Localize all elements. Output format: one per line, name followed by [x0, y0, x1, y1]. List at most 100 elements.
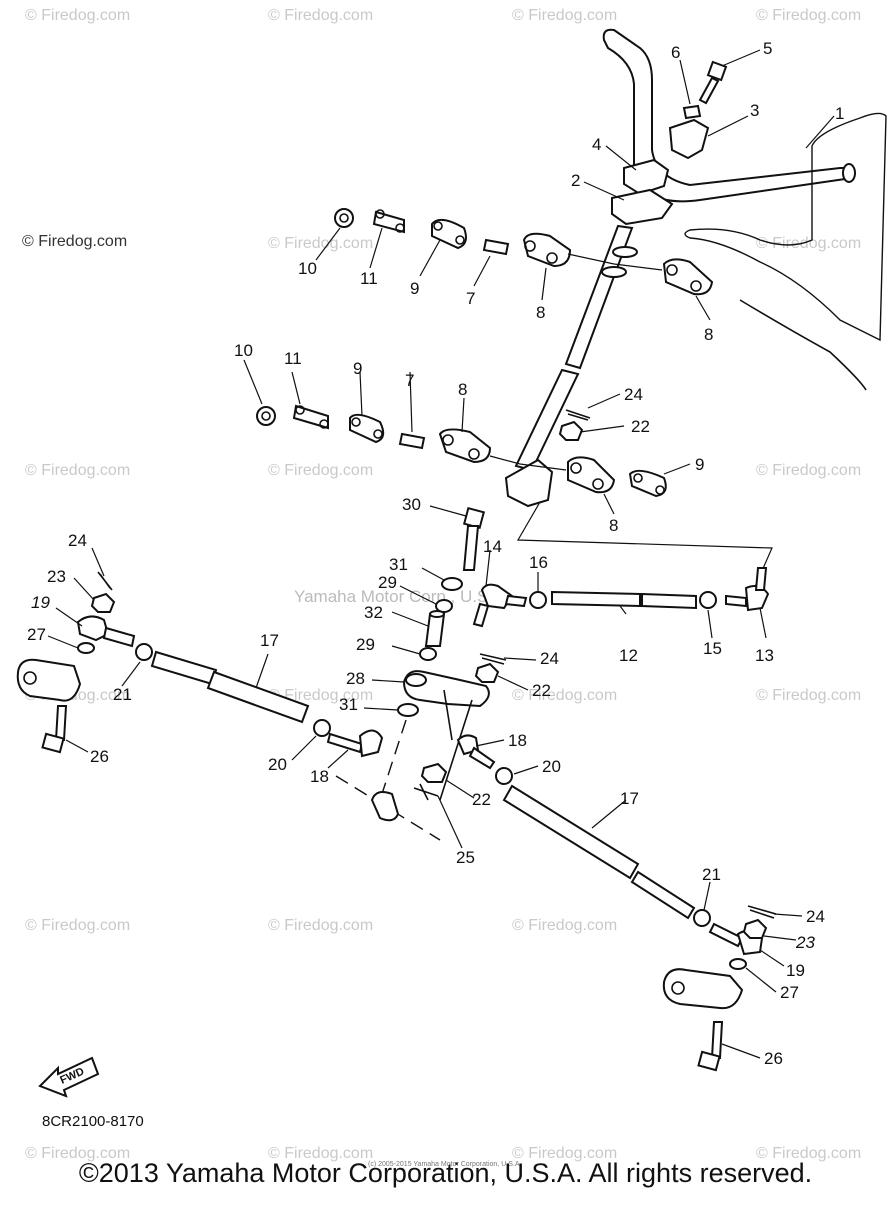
- callout-28: 28: [346, 669, 365, 688]
- pitman-arm-28: [402, 670, 490, 801]
- part-8-middle-right: [567, 456, 616, 494]
- washer-27-right: [729, 958, 747, 970]
- callout-5: 5: [763, 39, 772, 58]
- leader-lines: [47, 49, 835, 1059]
- watermark: © Firedog.com: [756, 462, 861, 479]
- tie-rod-end-13: [725, 567, 770, 612]
- callout-8-upper-right: 8: [704, 325, 713, 344]
- diagram-code: 8CR2100-8170: [42, 1113, 144, 1130]
- callout-20-left: 20: [268, 755, 287, 774]
- tie-rod-17-right: [502, 784, 696, 920]
- watermark-dark: © Firedog.com: [22, 233, 127, 250]
- part-9-middle: [349, 413, 385, 444]
- fwd-arrow-icon: FWD: [38, 1056, 100, 1098]
- cotter-pin-24-right: [747, 905, 777, 919]
- watermark: © Firedog.com: [25, 7, 130, 24]
- callout-23-left: 23: [47, 567, 66, 586]
- nut-22-upper: [558, 420, 584, 441]
- callout-6: 6: [671, 43, 680, 62]
- callout-12: 12: [619, 646, 638, 665]
- watermark: © Firedog.com: [756, 7, 861, 24]
- watermark: © Firedog.com: [25, 462, 130, 479]
- watermark: © Firedog.com: [268, 7, 373, 24]
- callout-22-mid: 22: [532, 681, 551, 700]
- washer-6: [682, 104, 702, 120]
- watermark: © Firedog.com: [512, 7, 617, 24]
- watermark: © Firedog.com: [512, 687, 617, 704]
- bolt-26-left: [41, 705, 68, 754]
- washer-31-lower: [397, 703, 419, 717]
- callout-4: 4: [592, 135, 601, 154]
- cotter-pin-25: [413, 783, 439, 801]
- watermark: © Firedog.com: [268, 687, 373, 704]
- callout-24-mid: 24: [540, 649, 559, 668]
- callout-1: 1: [835, 104, 844, 123]
- part-7-upper: [482, 238, 510, 256]
- callout-9-middle-right: 9: [695, 455, 704, 474]
- callout-13: 13: [755, 646, 774, 665]
- center-watermark: Yamaha Motor Corp., U.S.A.: [294, 587, 509, 606]
- watermark: © Firedog.com: [756, 687, 861, 704]
- callout-8-middle-left: 8: [458, 380, 467, 399]
- callout-30: 30: [402, 495, 421, 514]
- watermark: © Firedog.com: [268, 1145, 373, 1162]
- tie-rod-end-18-left: [326, 729, 384, 758]
- tie-rod-12: [551, 590, 697, 610]
- callout-9-upper: 9: [410, 279, 419, 298]
- part-11-upper: [372, 209, 405, 234]
- callout-7-middle: 7: [405, 371, 414, 390]
- callout-25: 25: [456, 848, 475, 867]
- callout-20-right: 20: [542, 757, 561, 776]
- callout-16: 16: [529, 553, 548, 572]
- part-9-middle-right: [628, 469, 667, 498]
- watermark-layer: © Firedog.com © Firedog.com © Firedog.co…: [25, 7, 861, 1162]
- part-7-middle: [398, 432, 426, 450]
- callout-19-right: 19: [786, 961, 805, 980]
- nut-21-left: [135, 643, 153, 661]
- callout-24-right: 24: [806, 907, 825, 926]
- part-8-middle-left: [438, 428, 492, 464]
- callout-27-right: 27: [780, 983, 799, 1002]
- tie-rod-17-left: [150, 650, 310, 724]
- bushing-29-lower: [419, 647, 437, 661]
- callout-labels: 1 2 3 4 5 6 7 8 8 9 10 11 10 11 9 7 8 8 …: [27, 39, 844, 1068]
- callout-9-middle: 9: [353, 359, 362, 378]
- watermark: © Firedog.com: [268, 235, 373, 252]
- callout-11-middle: 11: [284, 349, 302, 368]
- callout-27-left: 27: [27, 625, 46, 644]
- callout-29-upper: 29: [378, 573, 397, 592]
- handlebar-clamp-upper: [611, 118, 710, 226]
- steering-column: [504, 224, 638, 508]
- callout-31-lower: 31: [339, 695, 358, 714]
- cotter-pin-24-left: [97, 571, 113, 591]
- part-11-middle: [292, 404, 329, 430]
- callout-10-upper: 10: [298, 259, 317, 278]
- part-8-upper-left: [522, 232, 572, 268]
- watermark: © Firedog.com: [756, 1145, 861, 1162]
- callout-18-left: 18: [310, 767, 329, 786]
- bolt-30: [462, 506, 486, 571]
- callout-17-left: 17: [260, 631, 279, 650]
- watermark: © Firedog.com: [512, 1145, 617, 1162]
- copyright-footer: ©2013 Yamaha Motor Corporation, U.S.A. A…: [78, 1158, 813, 1188]
- knuckle-arm-left: [16, 658, 82, 702]
- tiny-notice: (c) 2005-2015 Yamaha Motor Corporation, …: [368, 1161, 522, 1168]
- callout-8-middle-right: 8: [609, 516, 618, 535]
- washer-27-left: [77, 642, 95, 654]
- part-9-upper: [431, 218, 467, 250]
- cotter-pin-24-mid: [479, 653, 507, 665]
- callout-29-lower: 29: [356, 635, 375, 654]
- nut-22-lower: [420, 762, 448, 783]
- tie-rod-end-19-left: [76, 615, 136, 648]
- nut-22-mid: [474, 662, 500, 683]
- callout-22-lower: 22: [472, 790, 491, 809]
- callout-18-right: 18: [508, 731, 527, 750]
- part-10-upper: [334, 208, 354, 228]
- callout-2: 2: [571, 171, 580, 190]
- nut-20-right: [495, 767, 513, 785]
- callout-26-right: 26: [764, 1049, 783, 1068]
- callout-23-right: 23: [795, 933, 815, 952]
- nut-23-right: [742, 918, 768, 939]
